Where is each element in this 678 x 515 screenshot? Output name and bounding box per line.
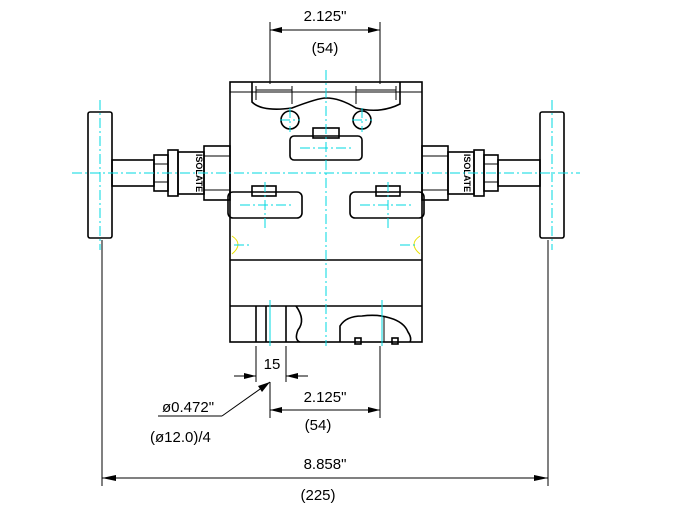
dim-overall-inch: 8.858" — [304, 456, 347, 473]
left-isolate-valve: ISOLATE — [87, 111, 231, 239]
dim-bottom-inch: 2.125" — [304, 389, 347, 406]
dim-top: 2.125" (54) — [269, 8, 381, 84]
hole-dia-inch: ø0.472" — [162, 399, 214, 416]
right-stem — [349, 185, 425, 219]
dim-top-inch: 2.125" — [304, 8, 347, 25]
hole-dia-mm: (ø12.0)/4 — [150, 429, 211, 446]
dim-bottom: 2.125" (54) — [269, 346, 381, 434]
right-isolate-label: ISOLATE — [462, 154, 472, 192]
dim-bottom-mm: (54) — [305, 417, 332, 434]
dim-overall: 8.858" (225) — [101, 240, 549, 504]
bottom-flange — [255, 305, 412, 345]
dim-15: 15 — [234, 346, 308, 382]
dim-overall-mm: (225) — [300, 487, 335, 504]
right-isolate-valve: ISOLATE — [421, 111, 565, 239]
dim-15-label: 15 — [264, 356, 281, 373]
dim-top-mm: (54) — [312, 40, 339, 57]
hole-leader: ø0.472" (ø12.0)/4 — [150, 381, 271, 446]
centerlines — [72, 70, 580, 346]
